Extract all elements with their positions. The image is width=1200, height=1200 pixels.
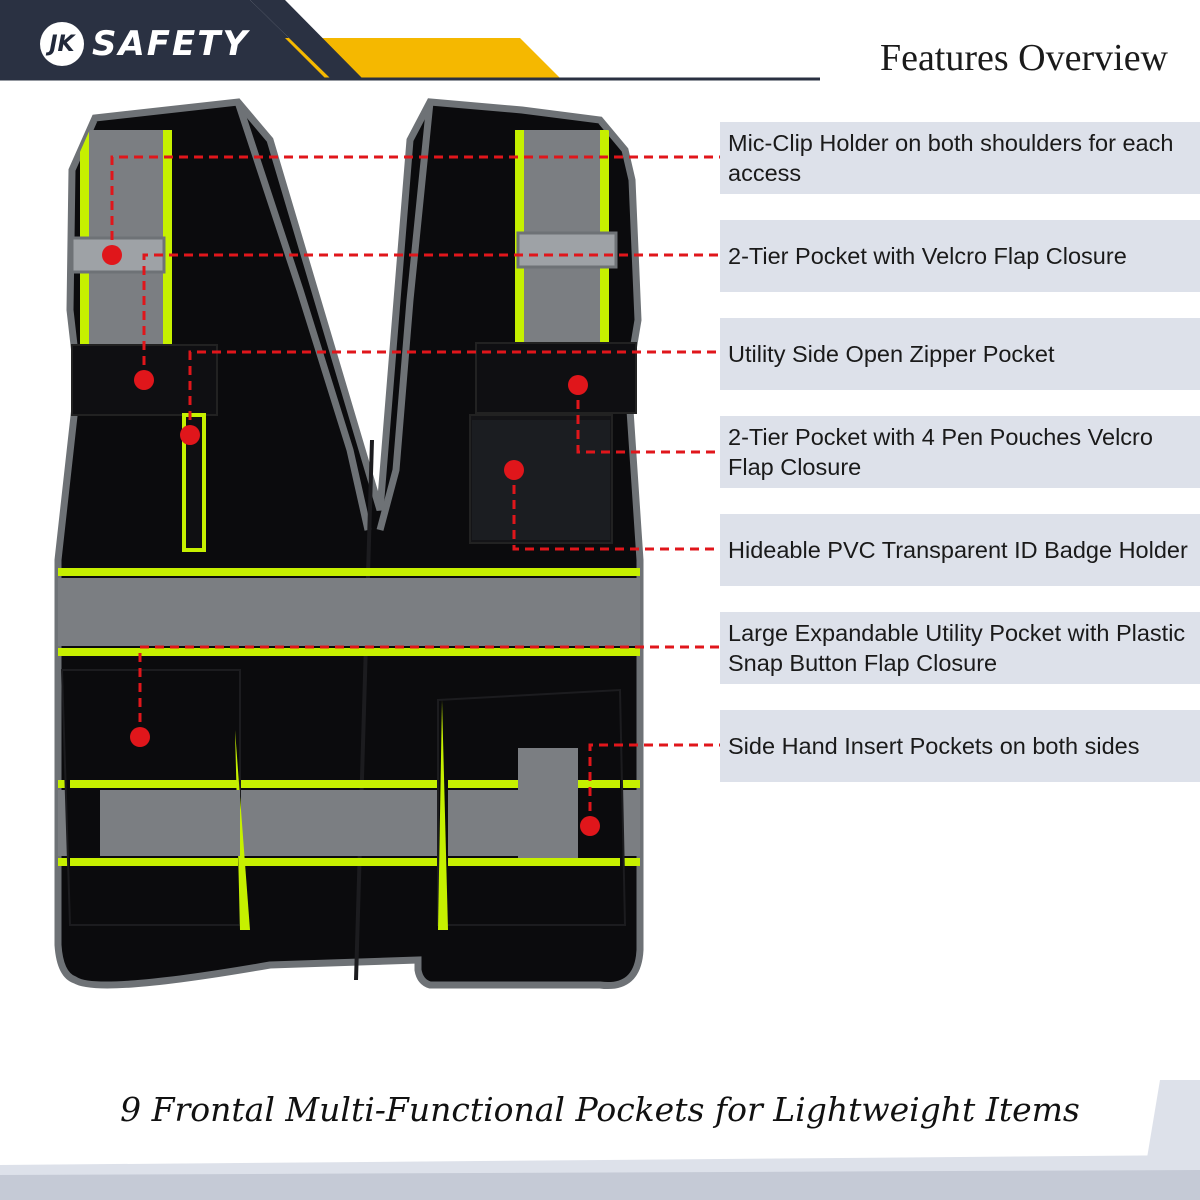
feature-side-hand-pockets: Side Hand Insert Pockets on both sides bbox=[720, 710, 1200, 782]
feature-expandable-utility-pocket: Large Expandable Utility Pocket with Pla… bbox=[720, 612, 1200, 684]
safety-vest-illustration bbox=[54, 98, 720, 990]
brand-logo: JK SAFETY bbox=[40, 22, 249, 66]
logo-wordmark: SAFETY bbox=[92, 24, 250, 64]
logo-mark-icon: JK bbox=[40, 22, 84, 66]
feature-label: Hideable PVC Transparent ID Badge Holder bbox=[728, 537, 1188, 563]
feature-label: Utility Side Open Zipper Pocket bbox=[728, 341, 1055, 367]
feature-label: Side Hand Insert Pockets on both sides bbox=[728, 733, 1140, 759]
feature-label: Mic-Clip Holder on both shoulders for ea… bbox=[728, 130, 1174, 186]
page-title: Features Overview bbox=[879, 37, 1168, 79]
feature-label: Large Expandable Utility Pocket with Pla… bbox=[728, 620, 1186, 676]
feature-label: 2-Tier Pocket with Velcro Flap Closure bbox=[728, 243, 1127, 269]
footer-tagline: 9 Frontal Multi-Functional Pockets for L… bbox=[120, 1090, 1080, 1129]
feature-label: 2-Tier Pocket with 4 Pen Pouches Velcro … bbox=[728, 424, 1153, 480]
feature-mic-clip-holder: Mic-Clip Holder on both shoulders for ea… bbox=[720, 122, 1200, 194]
feature-pen-pouches-pocket: 2-Tier Pocket with 4 Pen Pouches Velcro … bbox=[720, 416, 1200, 488]
feature-id-badge-holder: Hideable PVC Transparent ID Badge Holder bbox=[720, 514, 1200, 586]
feature-zipper-pocket: Utility Side Open Zipper Pocket bbox=[720, 318, 1200, 390]
feature-2-tier-pocket-velcro: 2-Tier Pocket with Velcro Flap Closure bbox=[720, 220, 1200, 292]
header-banner bbox=[0, 0, 820, 81]
